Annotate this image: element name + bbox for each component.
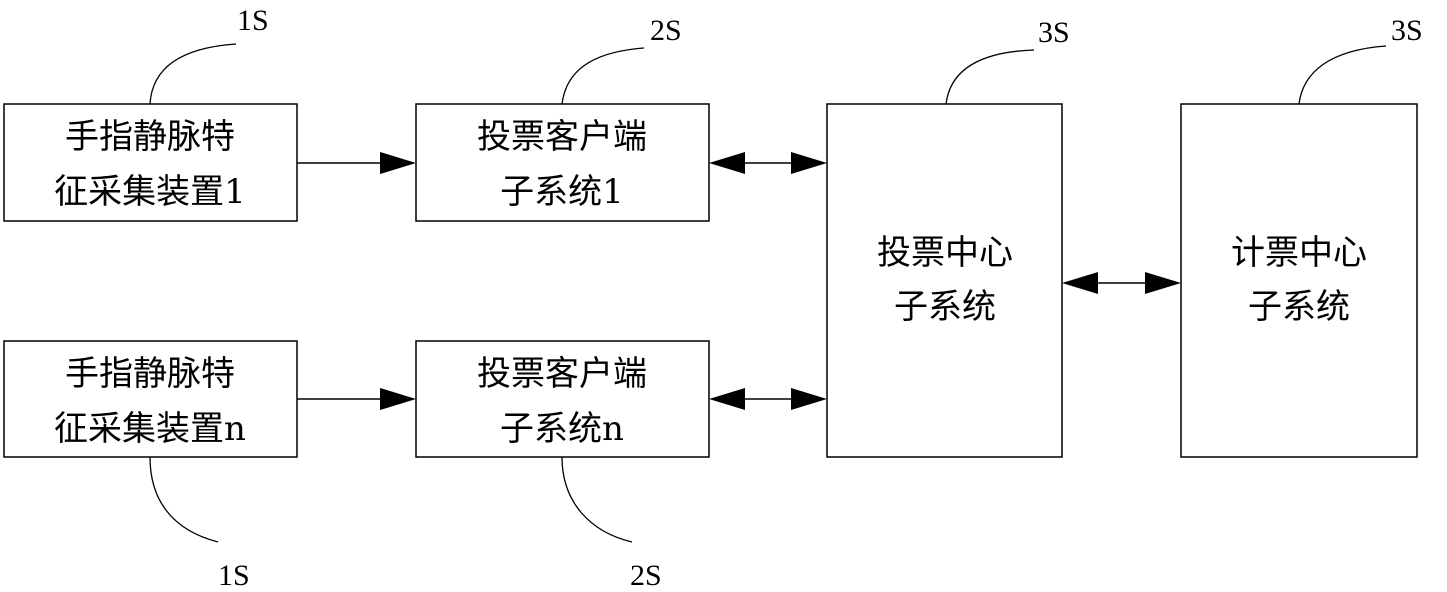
counting-center-box [1181,104,1417,457]
leader-voting-center [946,50,1034,104]
capture-device-1-line2: 征采集装置1 [54,172,246,212]
counting-center-line1: 计票中心 [1231,233,1367,273]
leader-capture-1 [150,44,236,104]
leader-counting-center [1299,46,1386,104]
voting-client-n-line2: 子系统n [500,409,624,449]
ref-label-capture-1: 1S [237,4,269,37]
capture-device-n-line1: 手指静脉特 [65,354,235,394]
arrowhead-left-icon [709,388,745,410]
voting-client-1-line2: 子系统1 [500,172,624,212]
arrowhead-right-icon [380,152,416,174]
counting-center-line2: 子系统 [1248,287,1350,327]
voting-center-line2: 子系统 [894,287,996,327]
arrowhead-right-icon [380,388,416,410]
ref-label-client-n: 2S [630,559,662,592]
arrowhead-left-icon [1062,272,1098,294]
arrowhead-left-icon [709,152,745,174]
voting-client-n-line1: 投票客户端 [477,354,647,394]
arrowhead-right-icon [791,152,827,174]
arrowhead-right-icon [791,388,827,410]
arrowhead-right-icon [1145,272,1181,294]
voting-center-box [827,104,1062,457]
voting-client-1-line1: 投票客户端 [477,117,647,157]
voting-center-line1: 投票中心 [877,233,1013,273]
leader-client-1 [562,48,644,104]
ref-label-counting-center: 3S [1391,14,1423,47]
capture-device-1-line1: 手指静脉特 [65,117,235,157]
ref-label-capture-n: 1S [218,559,250,592]
capture-device-n-line2: 征采集装置n [54,409,246,449]
ref-label-voting-center: 3S [1038,16,1070,49]
leader-client-n [562,457,632,542]
ref-label-client-1: 2S [650,14,682,47]
leader-capture-n [150,457,218,542]
